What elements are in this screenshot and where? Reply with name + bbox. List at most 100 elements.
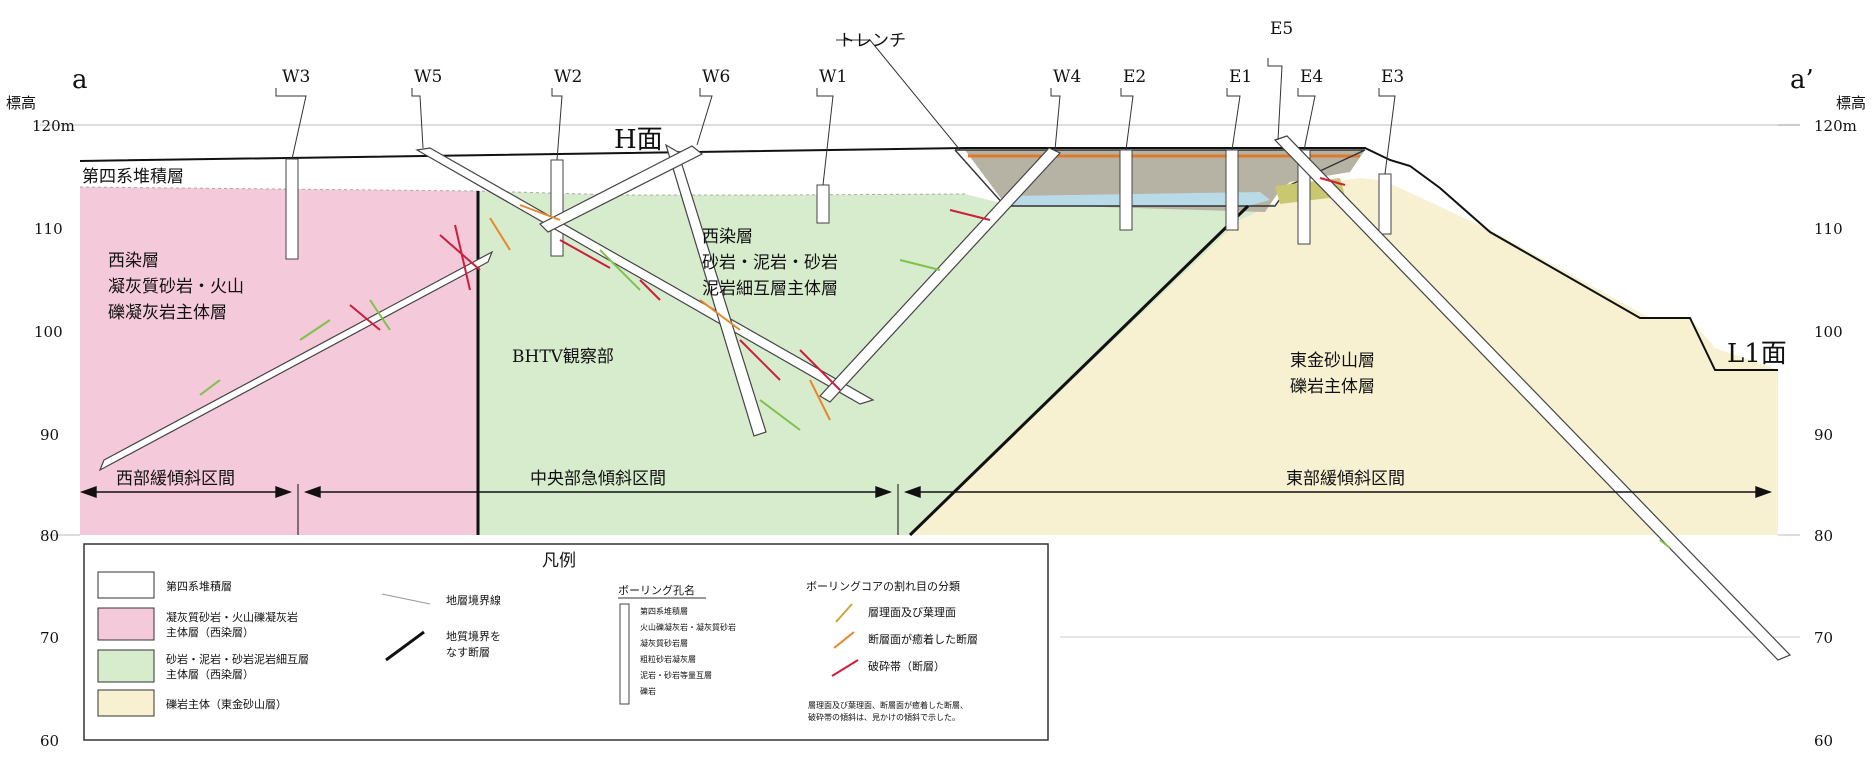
legend-core-5: 泥岩・砂岩等量互層 (640, 670, 712, 680)
legend-unit-3a: 砂岩・泥岩・砂岩泥岩細互層 (166, 652, 309, 666)
inclined-boreholes (98, 135, 1792, 661)
legend-unit-3b: 主体層（西染層） (166, 667, 254, 681)
legend-boundary: 地層境界線 (446, 593, 501, 607)
label-w4: W4 (1053, 67, 1081, 87)
borehole-w3-long (98, 250, 494, 472)
legend-swatch-tuff (97, 607, 155, 641)
west-sand-line-1: 西染層 (702, 227, 753, 247)
elevation-axis-left: 120m 110 100 90 80 70 60 (32, 117, 75, 750)
west-sand-line-2: 砂岩・泥岩・砂岩 (702, 253, 838, 273)
elev-tick-left-120: 120m (32, 117, 75, 135)
west-tuff-line-1: 西染層 (108, 251, 159, 271)
interval-center: 中央部急傾斜区間 (530, 469, 666, 489)
label-w1: W1 (819, 67, 847, 87)
elevation-axis-right: 120m 110 100 90 80 70 60 (1814, 117, 1857, 750)
legend-core-1: 第四系堆積層 (640, 606, 688, 616)
label-e3: E3 (1381, 67, 1404, 87)
legend-unit-1: 第四系堆積層 (166, 579, 232, 593)
elev-tick-right-60: 60 (1814, 732, 1833, 750)
elevation-label-right: 標高 (1836, 94, 1866, 112)
legend-boundary-line-sample (381, 593, 431, 605)
east-line-1: 東金砂山層 (1290, 351, 1375, 371)
label-e4: E4 (1300, 67, 1323, 87)
borehole-labels: W3 W5 W2 W6 W1 W4 E2 E1 E5 E4 E3 (282, 19, 1404, 87)
legend-title: 凡例 (542, 551, 576, 571)
borehole-w6 (664, 143, 767, 437)
west-tuff-line-3: 礫凝灰岩主体層 (108, 303, 227, 323)
east-conglomerate-unit (910, 178, 1778, 535)
legend-swatch-sand (97, 649, 155, 683)
bhtv-label: BHTV観察部 (512, 347, 614, 367)
interval-arrows (79, 484, 1773, 535)
elevation-label-left: 標高 (6, 94, 36, 112)
legend-fault-2: なす断層 (446, 645, 490, 659)
borehole-w6-true (538, 145, 704, 233)
elev-tick-left-70: 70 (40, 629, 59, 647)
elev-tick-left-80: 80 (40, 527, 59, 545)
west-tuff-line-2: 凝灰質砂岩・火山 (108, 277, 244, 297)
legend-core-2: 火山礫凝灰岩・凝灰質砂岩 (640, 622, 736, 632)
borehole-w1 (816, 184, 830, 224)
east-unit-label: 東金砂山層 礫岩主体層 (1290, 351, 1375, 397)
elev-tick-right-100: 100 (1814, 323, 1843, 341)
h-surface-label: H面 (614, 125, 663, 155)
label-w3: W3 (282, 67, 310, 87)
legend: 凡例 第四系堆積層 凝灰質砂岩・火山礫凝灰岩 主体層（西染層） 砂岩・泥岩・砂岩… (83, 543, 1049, 741)
label-e2: E2 (1123, 67, 1146, 87)
legend-core-4: 粗粒砂岩凝灰層 (640, 654, 696, 664)
legend-note-2: 破砕帯の傾斜は、見かけの傾斜で示した。 (808, 712, 960, 722)
interval-east: 東部緩傾斜区間 (1286, 469, 1405, 489)
legend-unit-2a: 凝灰質砂岩・火山礫凝灰岩 (166, 610, 298, 624)
borehole-w3 (285, 158, 299, 260)
legend-core-3: 凝灰質砂岩層 (640, 638, 688, 648)
section-right-end: a’ (1790, 65, 1814, 95)
l1-surface-label: L1面 (1727, 339, 1787, 369)
elev-tick-right-90: 90 (1814, 426, 1833, 444)
legend-note-1: 層理面及び葉理面、断層面が癒着した断層、 (808, 700, 968, 710)
trench-blue-layer (1005, 192, 1270, 206)
elev-tick-left-100: 100 (34, 323, 63, 341)
legend-unit-4: 礫岩主体（東金砂山層） (166, 697, 287, 711)
west-sand-unit (478, 191, 1275, 535)
borehole-e2 (1119, 149, 1133, 231)
label-w2: W2 (554, 67, 582, 87)
east-line-2: 礫岩主体層 (1290, 377, 1375, 397)
legend-swatch-quaternary (97, 571, 155, 599)
borehole-e5 (1273, 135, 1792, 661)
trench-label: トレンチ (838, 31, 906, 51)
elev-tick-right-120: 120m (1814, 117, 1857, 135)
legend-core-title: ボーリング孔名 (618, 583, 695, 597)
fracture-marks (199, 177, 1671, 549)
borehole-leaders (275, 39, 1396, 186)
elev-tick-left-110: 110 (34, 220, 63, 238)
legend-crack-3: 破砕帯（断層） (868, 659, 945, 673)
legend-core-6: 礫岩 (640, 686, 656, 696)
elevation-gridlines (40, 124, 1800, 536)
section-left-end: a (72, 65, 88, 95)
borehole-w4 (819, 147, 1062, 403)
label-w5: W5 (414, 67, 442, 87)
label-e1: E1 (1229, 67, 1252, 87)
legend-crack-swatch-1 (835, 603, 853, 623)
legend-frame (83, 543, 1049, 741)
legend-crack-2: 断層面が癒着した断層 (868, 632, 978, 646)
west-tuff-label: 西染層 凝灰質砂岩・火山 礫凝灰岩主体層 (108, 251, 244, 323)
legend-crack-title: ボーリングコアの割れ目の分類 (806, 579, 960, 593)
label-w6: W6 (702, 67, 730, 87)
west-sand-label: 西染層 砂岩・泥岩・砂岩 泥岩細互層主体層 (702, 227, 838, 299)
legend-crack-swatch-3 (831, 659, 859, 677)
legend-unit-2b: 主体層（西染層） (166, 625, 254, 639)
fault-east (908, 204, 1250, 537)
legend-core-column (619, 603, 630, 705)
elev-tick-right-70: 70 (1814, 629, 1833, 647)
west-sand-line-3: 泥岩細互層主体層 (702, 279, 838, 299)
west-tuff-unit (80, 187, 478, 535)
borehole-w5 (415, 147, 875, 405)
elev-tick-right-80: 80 (1814, 527, 1833, 545)
elev-tick-right-110: 110 (1814, 220, 1843, 238)
legend-crack-swatch-2 (833, 631, 855, 649)
legend-fault-sample (385, 630, 425, 662)
legend-crack-1: 層理面及び葉理面 (868, 605, 956, 619)
